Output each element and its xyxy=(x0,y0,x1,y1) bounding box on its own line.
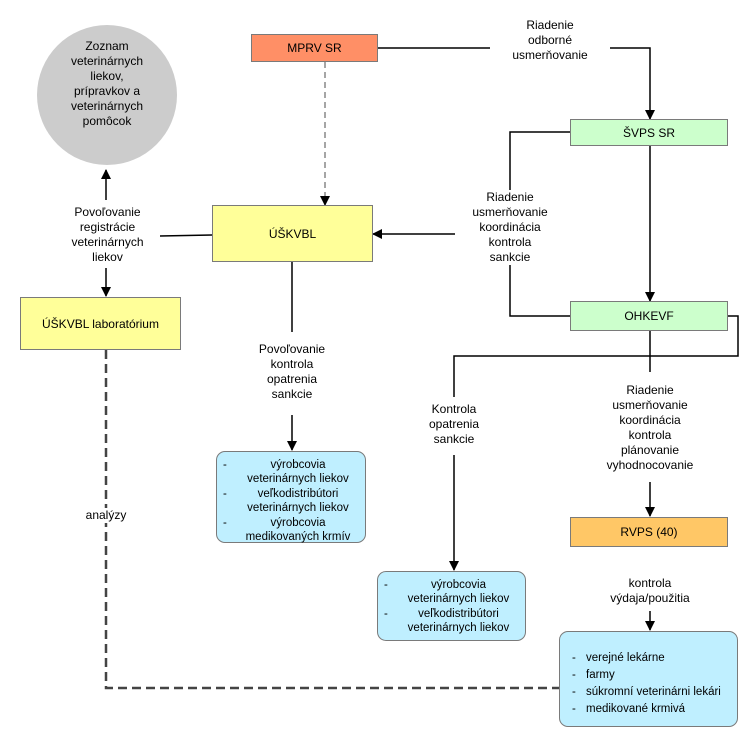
edge-ohkevf-kontrola xyxy=(453,315,739,397)
edge-bracket-ohkevf xyxy=(509,265,570,317)
node-mprv-label: MPRV SR xyxy=(287,41,342,55)
node-uskvbl-label: ÚŠKVBL xyxy=(268,226,317,241)
node-svps: ŠVPS SR xyxy=(570,119,728,146)
list-item: farmy xyxy=(572,667,731,683)
node-ohkevf-label: OHKEVF xyxy=(624,309,674,323)
list-ohkevf-targets: výrobcovia veterinárnych liekov veľkodis… xyxy=(377,571,526,641)
list-item: veľkodistribútori veterinárnych liekov xyxy=(382,607,521,635)
edge-svps-uskvbl xyxy=(372,131,570,239)
node-svps-label: ŠVPS SR xyxy=(622,125,676,140)
list-item: výrobcovia veterinárnych liekov xyxy=(382,578,521,606)
label-analyzy: analýzy xyxy=(80,508,132,523)
label-riadenie-koord: Riadenie usmerňovanie koordinácia kontro… xyxy=(455,190,565,265)
node-mprv: MPRV SR xyxy=(251,34,378,62)
label-povolovanie-reg: Povoľovanie registrácie veterinárnych li… xyxy=(55,205,160,265)
edge-lab-rvps-dashed xyxy=(104,350,559,690)
node-rvps: RVPS (40) xyxy=(570,517,728,547)
label-kontrola-vydaja: kontrola výdaja/použitia xyxy=(610,576,690,605)
list-item: výrobcovia veterinárnych liekov xyxy=(221,458,361,486)
list-item: výrobcovia medikovaných krmív xyxy=(221,516,361,544)
list-item: medikované krmivá xyxy=(572,701,731,717)
label-riadenie-plan: Riadenie usmerňovanie koordinácia kontro… xyxy=(606,383,694,472)
label-kontrola-opatrenia: Kontrola opatrenia sankcie xyxy=(428,402,480,446)
edge-mprv-svps xyxy=(378,47,655,120)
label-povolovanie-kontrola: Povoľovanie kontrola opatrenia sankcie xyxy=(258,342,326,401)
node-uskvbl: ÚŠKVBL xyxy=(212,205,373,262)
zoznam-text: Zoznam veterinárnych liekov, prípravkov … xyxy=(70,39,144,128)
list-item: verejné lekárne xyxy=(572,650,731,666)
zoznam-circle: Zoznam veterinárnych liekov, prípravkov … xyxy=(37,25,177,165)
node-lab: ÚŠKVBL laboratórium xyxy=(20,297,181,350)
list-item: veľkodistribútori veterinárnych liekov xyxy=(221,487,361,515)
list-item: súkromní veterinárni lekári xyxy=(572,684,731,700)
label-riadenie-odborne: Riadenie odborné usmerňovanie xyxy=(490,18,610,63)
node-rvps-label: RVPS (40) xyxy=(620,525,678,539)
list-uskvbl-targets: výrobcovia veterinárnych liekov veľkodis… xyxy=(216,451,366,543)
node-ohkevf: OHKEVF xyxy=(570,301,728,331)
node-lab-label: ÚŠKVBL laboratórium xyxy=(42,316,159,331)
list-rvps-targets: verejné lekárne farmy súkromní veterinár… xyxy=(559,631,738,727)
